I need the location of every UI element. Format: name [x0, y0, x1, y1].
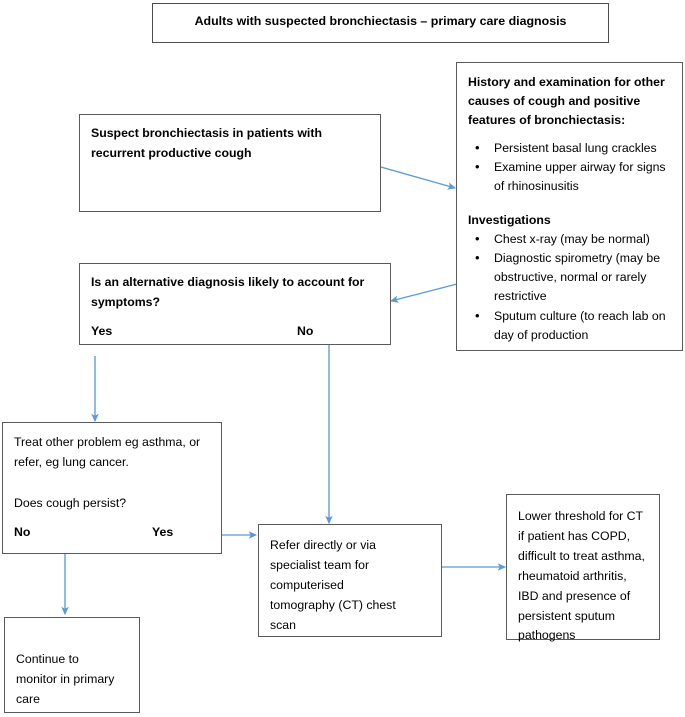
- refer-ct-line-2: specialist team for: [270, 557, 370, 572]
- treat-other-answer-no: No: [14, 524, 31, 539]
- node-treat-other-problem: Treat other problem eg asthma, or refer,…: [2, 422, 222, 554]
- treat-other-line-2: refer, eg lung cancer.: [14, 454, 129, 469]
- history-bullet-item: Examine upper airway for signs of rhinos…: [475, 157, 671, 196]
- treat-other-question: Does cough persist?: [14, 495, 127, 510]
- node-title: Adults with suspected bronchiectasis – p…: [152, 3, 609, 43]
- lower-threshold-line-5: IBD and presence of: [518, 588, 631, 603]
- alt-diagnosis-answer-yes: Yes: [91, 323, 113, 338]
- history-spacer-2: [468, 196, 671, 211]
- investigations-bullet-item: Chest x-ray (may be normal): [475, 229, 671, 249]
- investigations-bullet-item: Sputum culture (to reach lab on day of p…: [475, 306, 671, 345]
- alt-diagnosis-answers: Yes No: [91, 322, 379, 342]
- refer-ct-line-1: Refer directly or via: [270, 538, 376, 552]
- continue-monitor-line-2: monitor in primary: [16, 671, 115, 686]
- investigations-bullet-item: Diagnostic spirometry (may be obstructiv…: [475, 248, 671, 306]
- treat-other-line-1: Treat other problem eg asthma, or: [14, 435, 201, 449]
- node-lower-threshold-for-ct: Lower threshold for CT if patient has CO…: [506, 494, 660, 642]
- node-refer-for-ct-chest-scan: Refer directly or via specialist team fo…: [258, 524, 442, 637]
- alt-diagnosis-answer-no: No: [297, 323, 314, 338]
- investigations-bullet-list: Chest x-ray (may be normal) Diagnostic s…: [468, 229, 671, 345]
- history-heading-line-3: features of bronchiectasis:: [468, 113, 626, 128]
- node-history-and-examination: History and examination for other causes…: [456, 62, 683, 351]
- node-alternative-diagnosis-question: Is an alternative diagnosis likely to ac…: [79, 263, 391, 345]
- lower-threshold-line-2: if patient has COPD,: [518, 528, 631, 543]
- edge-history-to-alt-diagnosis: [389, 283, 458, 303]
- lower-threshold-line-6: persistent sputum: [518, 608, 616, 623]
- node-suspect-bronchiectasis: Suspect bronchiectasis in patients with …: [79, 114, 381, 212]
- history-spacer-1: [468, 130, 671, 139]
- history-bullet-list: Persistent basal lung crackles Examine u…: [468, 138, 671, 196]
- alt-diagnosis-spacer: [91, 313, 379, 322]
- refer-ct-line-3: computerised: [270, 577, 344, 592]
- alt-diagnosis-question-line-2: symptoms?: [91, 294, 161, 309]
- treat-other-spacer-1: [14, 473, 210, 494]
- treat-other-answer-yes: Yes: [152, 524, 174, 539]
- treat-other-answers: No Yes: [14, 523, 210, 543]
- lower-threshold-line-3: difficult to treat asthma,: [518, 548, 645, 563]
- edge-suspect-to-history: [380, 166, 457, 190]
- continue-monitor-line-3: care: [16, 691, 40, 706]
- refer-ct-line-4: tomography (CT) chest: [270, 597, 396, 612]
- alt-diagnosis-question-line-1: Is an alternative diagnosis likely to ac…: [91, 275, 365, 289]
- refer-ct-line-5: scan: [270, 617, 296, 632]
- continue-monitor-line-1: Continue to: [16, 652, 79, 666]
- node-continue-monitor-primary-care: Continue to monitor in primary care: [4, 617, 140, 713]
- history-heading-line-1: History and examination for other: [468, 75, 665, 89]
- suspect-line-2: recurrent productive cough: [91, 145, 252, 160]
- lower-threshold-line-7: pathogens: [518, 628, 576, 643]
- suspect-line-1: Suspect bronchiectasis in patients with: [91, 126, 322, 140]
- investigations-heading: Investigations: [468, 213, 551, 228]
- treat-other-spacer-2: [14, 514, 210, 523]
- title-text: Adults with suspected bronchiectasis – p…: [194, 14, 567, 28]
- lower-threshold-line-1: Lower threshold for CT: [518, 509, 644, 523]
- lower-threshold-line-4: rheumatoid arthritis,: [518, 568, 627, 583]
- history-heading-line-2: causes of cough and positive: [468, 94, 641, 109]
- history-bullet-item: Persistent basal lung crackles: [475, 138, 671, 158]
